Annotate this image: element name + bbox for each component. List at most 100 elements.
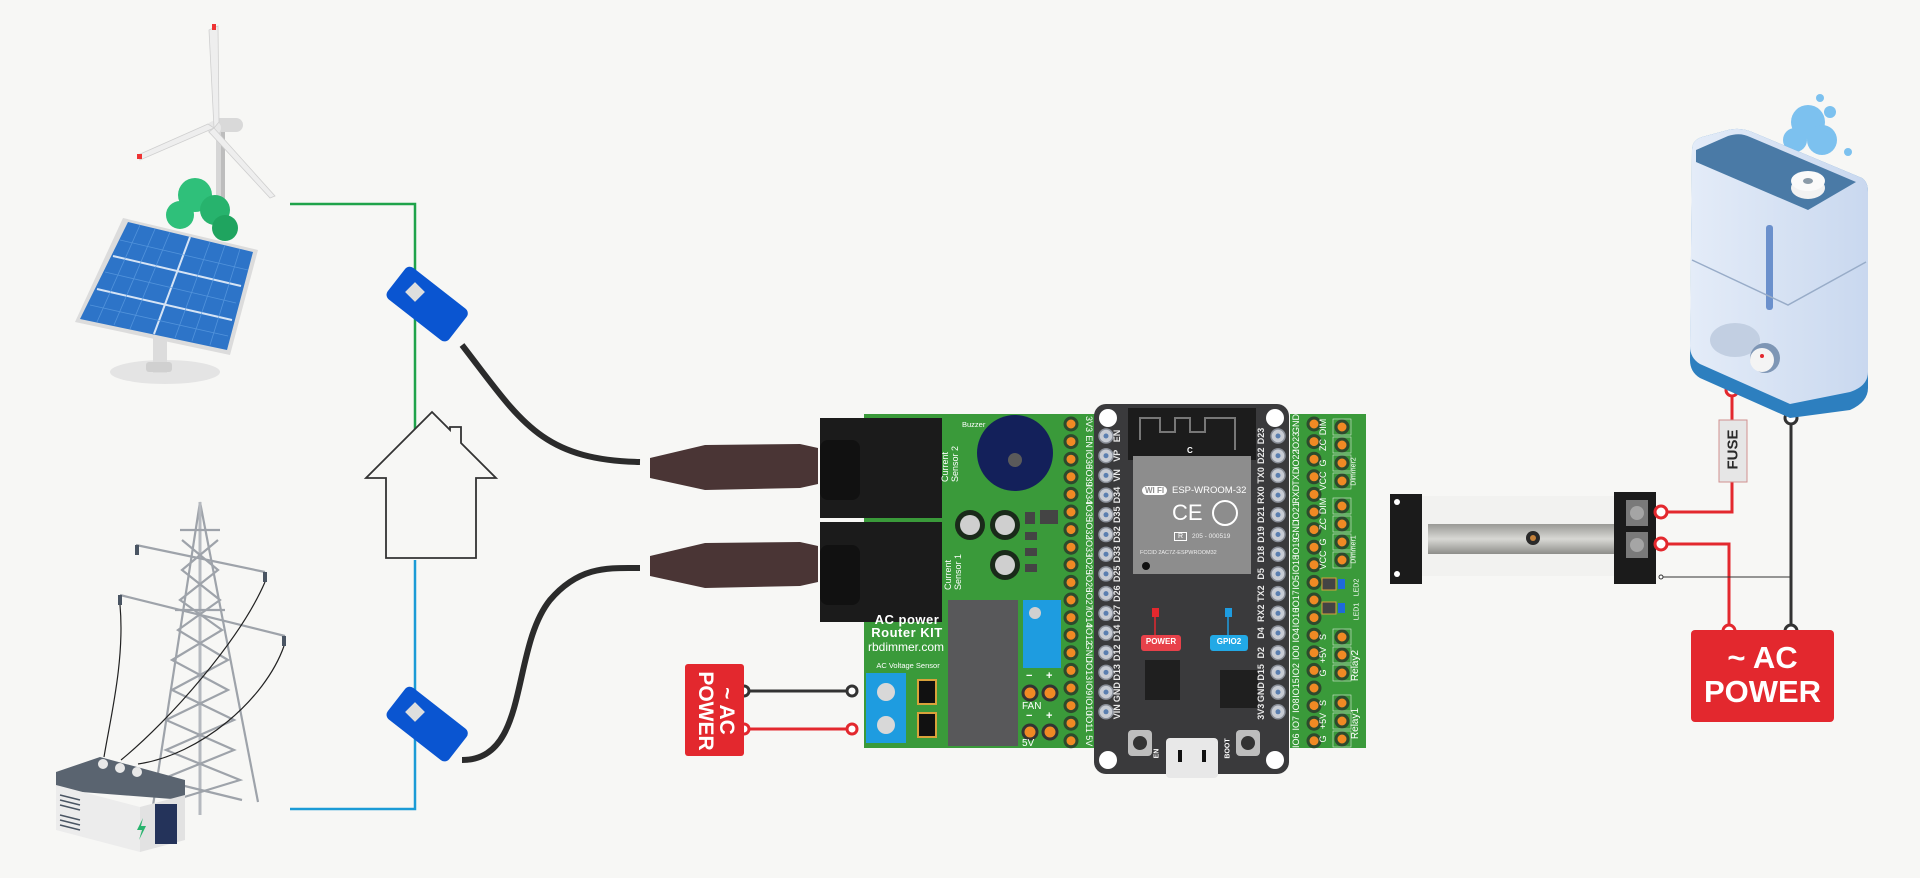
ac-power-left-line2: POWER — [694, 671, 717, 751]
led1-indicator — [1338, 603, 1345, 613]
current-sensor-2-line2: Sensor 2 — [950, 445, 960, 482]
shield-left-pin — [1063, 451, 1079, 467]
led2-indicator — [1338, 579, 1345, 589]
shield-left-pin-label: GND — [1084, 643, 1094, 664]
current-sensor-1-line2: Sensor 1 — [953, 553, 963, 590]
shield-left-pin-label: IO34 — [1084, 485, 1094, 505]
ac-power-left-line1: ~ AC — [715, 687, 738, 735]
shield-left-pin-label: 3V3 — [1084, 416, 1094, 432]
esp-left-pin-label: D33 — [1112, 546, 1122, 563]
power-tower-icon — [118, 501, 286, 815]
ac-power-left-box — [685, 664, 744, 756]
shield-left-pin-label: IO11 — [1084, 714, 1094, 733]
shield-right-pin-label: IO16 — [1291, 608, 1301, 628]
en-button[interactable] — [1128, 730, 1152, 756]
shield-left-pin-label: IO25 — [1084, 555, 1094, 575]
wind-turbine-icon — [137, 24, 276, 228]
fuse-label: FUSE — [1724, 429, 1742, 470]
boot-button[interactable] — [1236, 730, 1260, 756]
fiveV-minus: − — [1026, 710, 1033, 722]
relay1-pin-label: S — [1318, 700, 1328, 706]
cert-r-badge: R — [1174, 532, 1188, 541]
esp-left-pin-hole — [1103, 472, 1109, 478]
relay1-label: Relay1 — [1350, 707, 1362, 740]
shield-right-pin — [1306, 522, 1322, 538]
shield-left-pin — [1063, 522, 1079, 538]
dimmer2-pin-label: DIM — [1318, 419, 1328, 436]
dimmer1-pin-label: DIM — [1318, 498, 1328, 515]
power-cables — [103, 581, 285, 765]
shield-right-pin-label: IO4 — [1291, 628, 1301, 643]
audio-plug-top — [650, 444, 818, 490]
esp-left-pin-hole — [1103, 591, 1109, 597]
shield-right-pin-label: GND — [1291, 414, 1301, 435]
current-sensor-2-label: Current Sensor 2 — [940, 446, 960, 482]
shield-right-pin-label: IO0 — [1291, 646, 1301, 661]
shield-left-pin — [1063, 486, 1079, 502]
shield-right-pin — [1306, 434, 1322, 450]
shield-left-pin — [1063, 680, 1079, 696]
trees-icon — [166, 178, 238, 241]
esp-left-pin-hole — [1103, 433, 1109, 439]
fuse-component — [1718, 419, 1748, 483]
shield-left-pin — [1063, 715, 1079, 731]
esp-right-pin-label: D2 — [1256, 647, 1266, 659]
shield-right-pin — [1306, 680, 1322, 696]
relay1-pin-label: +5V — [1318, 713, 1328, 729]
dimmer2-label: Dimmer2 — [1350, 457, 1358, 486]
wifi-badge: WI FI — [1142, 486, 1168, 495]
esp-left-pin-hole — [1103, 551, 1109, 557]
esp-right-pin-label: TX2 — [1256, 585, 1266, 602]
shield-left-pin-label: IO9 — [1084, 681, 1094, 696]
shield-right-pin — [1306, 469, 1322, 485]
esp-right-pin-hole — [1275, 532, 1281, 537]
esp-right-pin-hole — [1275, 709, 1281, 715]
ce-mark: CE — [1172, 500, 1203, 525]
shield-left-pin — [1063, 434, 1079, 450]
esp-right-pin-label: D22 — [1256, 447, 1266, 464]
dimmer1-pin — [1334, 516, 1350, 532]
shield-right-pin-label: IO21 — [1291, 502, 1301, 522]
buzzer-label: Buzzer — [962, 420, 986, 429]
shield-left-pin — [1063, 610, 1079, 626]
grid-line — [290, 560, 417, 811]
current-clamp-sensor-bottom — [386, 564, 641, 763]
power-led-label: POWER — [1145, 637, 1177, 646]
esp-left-pin-hole — [1103, 532, 1109, 537]
shield-right-pin — [1306, 557, 1322, 573]
ssr-dimmer-module — [1390, 492, 1656, 584]
dimmer2-pin — [1334, 473, 1350, 489]
esp-right-pin-label: D4 — [1256, 627, 1266, 639]
esp32-right-pins: D23D22TX0RX0D21D19D18D5TX2RX2D4D2D15GND3… — [1256, 428, 1286, 720]
shield-left-pin — [1063, 698, 1079, 714]
shield-right-pin-label: IO6 — [1291, 734, 1301, 749]
shield-left-pin — [1063, 733, 1079, 749]
relay2-pin-label: +5V — [1318, 647, 1328, 663]
usb-port[interactable] — [1166, 738, 1218, 778]
esp-right-pin-label: D18 — [1256, 546, 1266, 563]
shield-left-pin — [1063, 504, 1079, 520]
shield-right-pin — [1306, 504, 1322, 520]
shield-right-pin — [1306, 592, 1322, 608]
shield-right-pin — [1306, 451, 1322, 467]
espressif-logo-icon — [1212, 500, 1238, 526]
shield-right-pin — [1306, 539, 1322, 555]
shield-right-pin-label: TXD — [1291, 467, 1301, 486]
current-sensor-2-line1: Current — [940, 451, 950, 482]
esp-module-name: ESP-WROOM-32 — [1172, 485, 1247, 496]
boot-button-label: BOOT — [1224, 738, 1232, 759]
shield-right-pin-label: IO19 — [1291, 537, 1301, 557]
ac-power-right-line2: POWER — [1703, 674, 1822, 709]
relay1-pin — [1334, 713, 1350, 729]
relay1-pin — [1334, 695, 1350, 711]
shield-right-pin-label: IO15 — [1291, 678, 1301, 698]
dimmer1-pin-label: VCC — [1318, 550, 1328, 570]
current-sensor-1-line1: Current — [943, 559, 953, 590]
esp-right-pin-label: RX0 — [1256, 486, 1266, 504]
dimmer2-pin-label: ZC — [1318, 439, 1328, 451]
esp-left-pin-hole — [1103, 492, 1109, 498]
esp-right-pin-label: RX2 — [1256, 605, 1266, 623]
humidifier-load-icon — [1690, 94, 1868, 418]
